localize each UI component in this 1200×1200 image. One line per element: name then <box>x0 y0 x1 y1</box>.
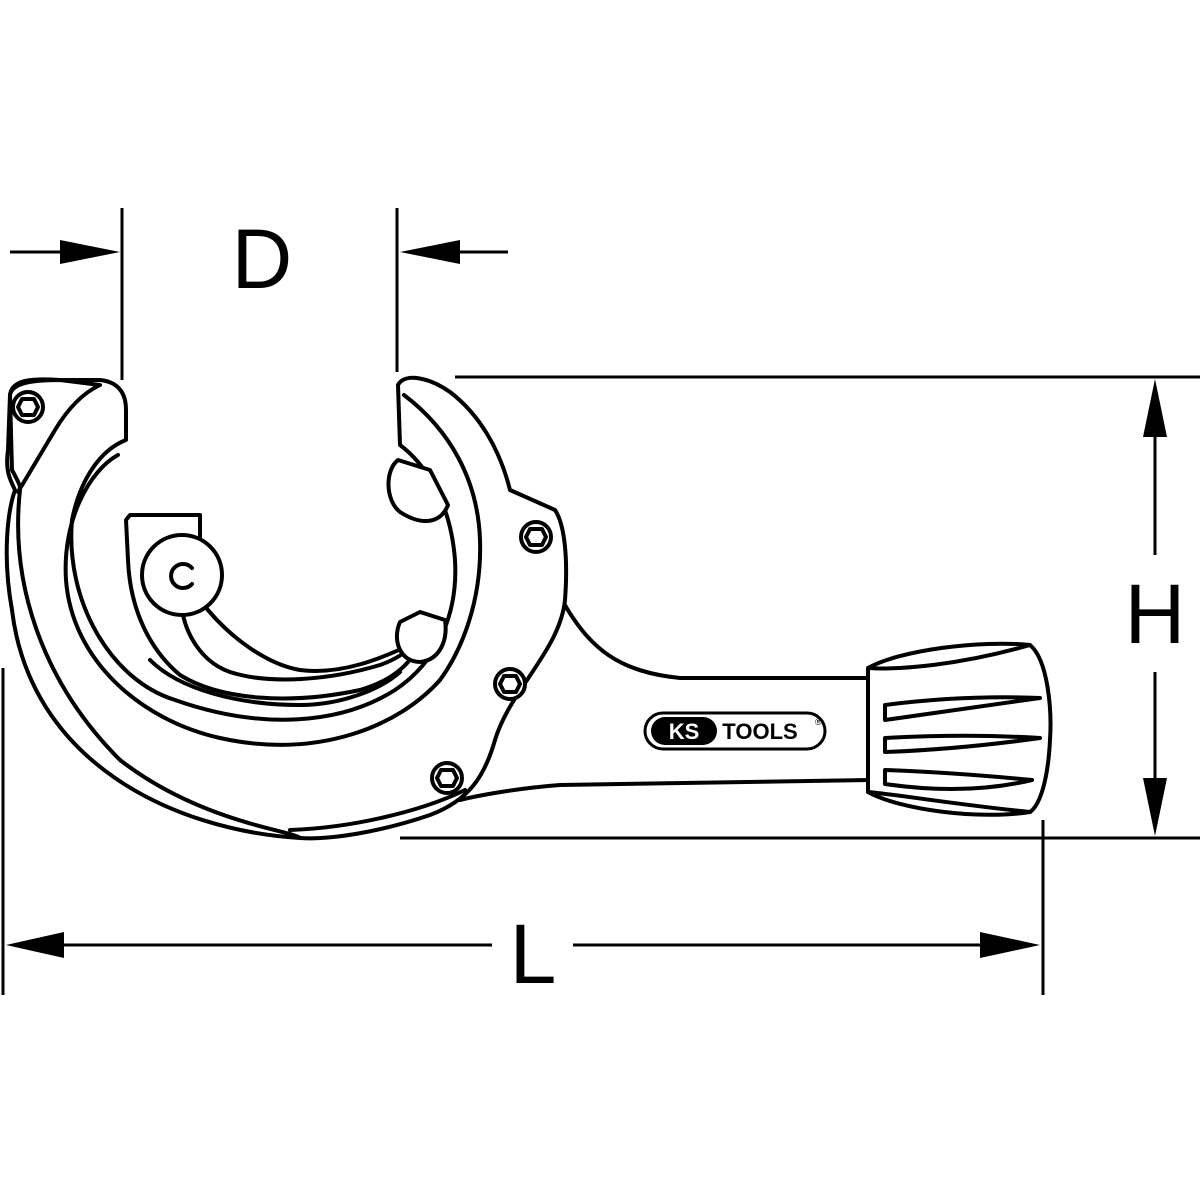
screw-right-middle <box>493 667 527 701</box>
dimension-label-d: D <box>232 212 293 306</box>
logo-ks-text: KS <box>669 719 700 744</box>
arrowhead-icon <box>6 932 64 958</box>
arrowhead-icon <box>60 240 120 264</box>
cutting-wheel-hub <box>169 562 194 590</box>
arrowhead-icon <box>980 932 1040 958</box>
carrier-inner-arc <box>198 598 422 673</box>
registered-mark: ® <box>815 717 822 727</box>
outer-frame <box>4 375 569 841</box>
arrowhead-icon <box>400 240 460 264</box>
dimension-l: L <box>1 668 1045 1001</box>
cutting-wheel <box>140 533 224 617</box>
screw-right-upper <box>519 520 553 554</box>
pipe-cutter: KS TOOLS ® <box>4 375 1053 841</box>
frame-inner-ring-right <box>402 393 483 682</box>
knob-groove-1 <box>883 695 1042 722</box>
screw-top-left <box>11 390 45 424</box>
arrowhead-icon <box>1143 379 1167 437</box>
guide-roller-top <box>386 458 450 524</box>
arrowhead-icon <box>1143 778 1167 836</box>
logo-tools-text: TOOLS <box>722 719 797 744</box>
knob-ridge-bottom <box>866 790 1032 814</box>
dimension-d: D <box>10 208 508 380</box>
carrier-lower-arc <box>148 658 402 707</box>
hex-socket-screw-icon <box>498 674 522 694</box>
dimension-label-l: L <box>510 907 557 1001</box>
knob-groove-3 <box>883 768 1034 791</box>
hex-socket-screw-icon <box>524 527 548 547</box>
frame-inner-ring <box>63 453 442 747</box>
ks-tools-logo: KS TOOLS ® <box>643 711 827 751</box>
knob-groove-2 <box>883 733 1042 754</box>
hex-socket-screw-icon <box>435 768 459 788</box>
hex-socket-screw-icon <box>16 397 40 417</box>
dimension-h: H <box>400 375 1200 840</box>
frame-outer-ring <box>16 488 302 840</box>
knob-ridge-top <box>866 643 1032 671</box>
feed-knob <box>866 641 1053 817</box>
dimension-label-h: H <box>1125 567 1186 661</box>
screw-right-lower <box>430 761 464 795</box>
guide-roller-bottom <box>394 610 448 664</box>
frame-bottom-edge <box>288 788 467 832</box>
